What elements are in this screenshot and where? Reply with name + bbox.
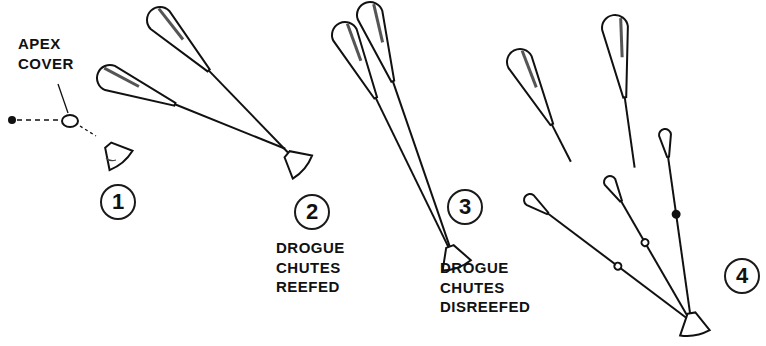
stage-label: APEX COVER: [18, 34, 74, 73]
callout-circle: 3: [447, 189, 483, 225]
callout-circle: 2: [294, 194, 330, 230]
drogue-chutes-disreefed: [328, 0, 472, 273]
pilot-chutes-deploy: [503, 13, 711, 338]
callout-number: 4: [736, 265, 748, 287]
callout-number: 1: [112, 191, 124, 213]
drogue-chutes-reefed: [93, 2, 314, 181]
apex-cover-jettison: [8, 84, 134, 172]
stage-label: DROGUE CHUTES DISREEFED: [440, 258, 530, 317]
callout-circle: 4: [724, 258, 760, 294]
callout-number: 2: [306, 201, 318, 223]
callout-circle: 1: [100, 184, 136, 220]
stage-label: DROGUE CHUTES REEFED: [276, 238, 345, 297]
callout-number: 3: [459, 196, 471, 218]
